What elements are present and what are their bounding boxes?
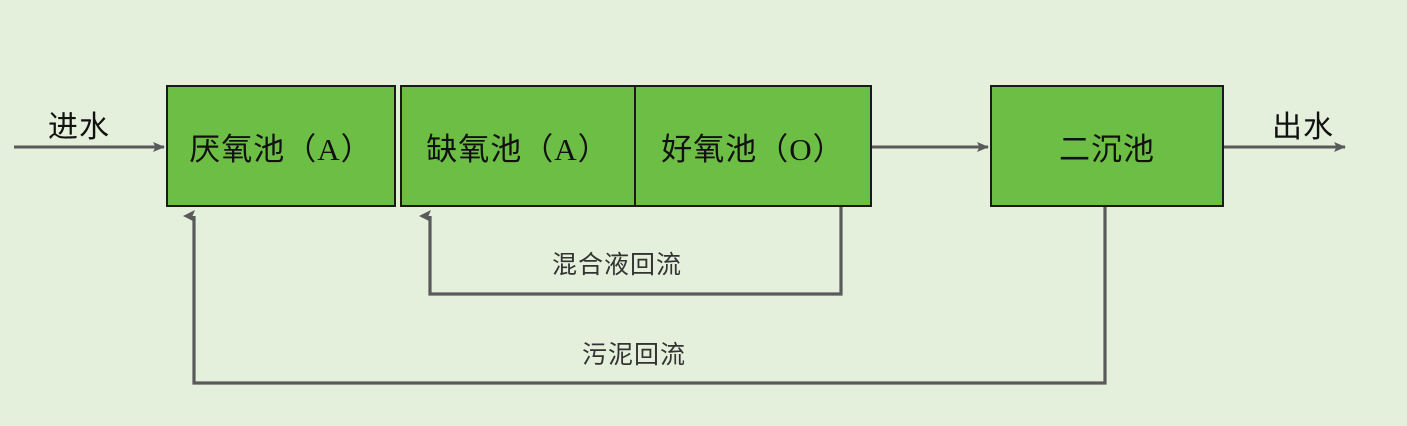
pool-anoxic[interactable]: 缺氧池（A） — [400, 85, 636, 207]
pool-anaerobic[interactable]: 厌氧池（A） — [166, 85, 396, 207]
outlet-label: 出水 — [1272, 111, 1334, 144]
pool-aerobic[interactable]: 好氧池（O） — [634, 85, 872, 207]
sludge-recycle-line — [183, 206, 1107, 385]
mixed-liquor-recycle-label: 混合液回流 — [552, 252, 683, 279]
sludge-recycle-label: 污泥回流 — [582, 342, 687, 369]
inlet-label: 进水 — [48, 111, 110, 144]
pool-secondary-clarifier[interactable]: 二沉池 — [990, 85, 1224, 207]
mixed-liquor-recycle-line — [419, 206, 843, 296]
